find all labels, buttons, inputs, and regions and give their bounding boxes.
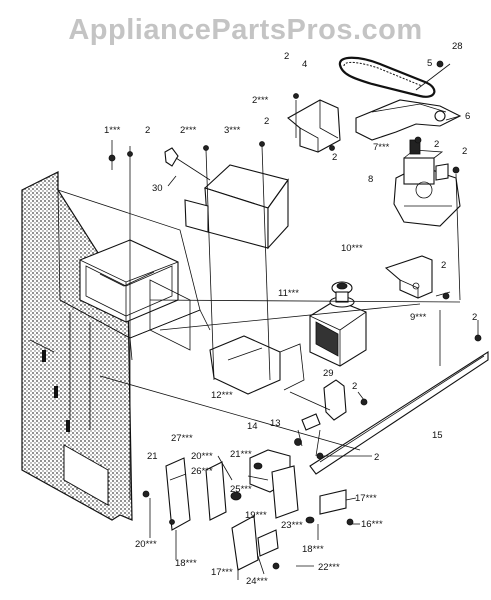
callout-11: 11***	[278, 288, 299, 299]
callout-10: 10***	[341, 243, 363, 254]
callout-14: 14	[247, 421, 258, 432]
callout-21b: 21***	[230, 449, 252, 460]
callout-4: 4	[302, 59, 307, 70]
callout-2h: 2	[352, 381, 357, 392]
callout-2j: 2	[332, 152, 337, 163]
callout-20a: 20***	[191, 451, 213, 462]
callout-17a: 17***	[355, 493, 377, 504]
part-11-magnetron	[309, 291, 367, 367]
callout-22: 22***	[318, 562, 340, 573]
part-4-bracket	[287, 99, 341, 153]
part-9-bracket	[384, 255, 433, 299]
callout-17b: 17***	[211, 567, 233, 578]
callout-2d: 2	[434, 139, 439, 150]
callout-13: 13	[270, 418, 281, 429]
callout-5: 5	[427, 58, 432, 69]
callout-2a: 2	[145, 125, 150, 136]
callout-18b: 18***	[302, 544, 324, 555]
part-30-clip	[164, 147, 179, 167]
callout-26: 26***	[191, 466, 213, 477]
callout-1: 1***	[104, 125, 121, 136]
callout-2e: 2	[462, 146, 467, 157]
cavity-assembly	[57, 189, 211, 430]
callout-labels: 1*** 2 2 2 2 2 2 2 2 2 2 2*** 2*** 3*** …	[104, 41, 477, 587]
part-8-fan-motor	[393, 139, 461, 227]
callout-16: 16***	[361, 519, 383, 530]
callout-7: 7***	[373, 142, 390, 153]
callout-8: 8	[368, 174, 373, 185]
callout-12: 12***	[211, 390, 233, 401]
callout-19: 19***	[245, 510, 267, 521]
part-12-bracket	[209, 335, 305, 395]
part-10-ring	[331, 281, 353, 295]
part-5-belt	[338, 56, 436, 98]
callout-20b: 20***	[135, 539, 157, 550]
part-14-screw	[294, 438, 302, 446]
leader-lines	[99, 63, 479, 580]
callout-25: 25***	[230, 484, 252, 495]
callout-2g: 2	[472, 312, 477, 323]
callout-15: 15	[432, 430, 443, 441]
callout-2-star-a: 2***	[252, 95, 269, 106]
part-3-cover	[184, 164, 289, 250]
callout-6: 6	[465, 111, 470, 122]
screw-markers	[108, 60, 482, 570]
part-6-stirrer	[355, 99, 462, 141]
callout-2-star-b: 2***	[180, 125, 197, 136]
callout-24: 24***	[246, 576, 268, 587]
part-13-tab	[301, 413, 321, 431]
watermark-text: AppliancePartsPros.com	[68, 14, 423, 46]
callout-23: 23***	[281, 520, 303, 531]
door-latch-assembly	[142, 449, 347, 571]
part-29-hook	[323, 379, 347, 421]
callout-30: 30	[152, 183, 163, 194]
callout-9: 9***	[410, 312, 427, 323]
cabinet-side-panel	[21, 171, 133, 521]
callout-27: 27***	[171, 433, 193, 444]
callout-2i: 2	[374, 452, 379, 463]
callout-18a: 18***	[175, 558, 197, 569]
part-15-rail	[309, 350, 489, 475]
callout-2b: 2	[284, 51, 289, 62]
callout-2c: 2	[264, 116, 269, 127]
callout-21a: 21	[147, 451, 158, 462]
callout-2f: 2	[441, 260, 446, 271]
callout-3: 3***	[224, 125, 241, 136]
callout-29: 29	[323, 368, 334, 379]
callout-28: 28	[452, 41, 463, 52]
